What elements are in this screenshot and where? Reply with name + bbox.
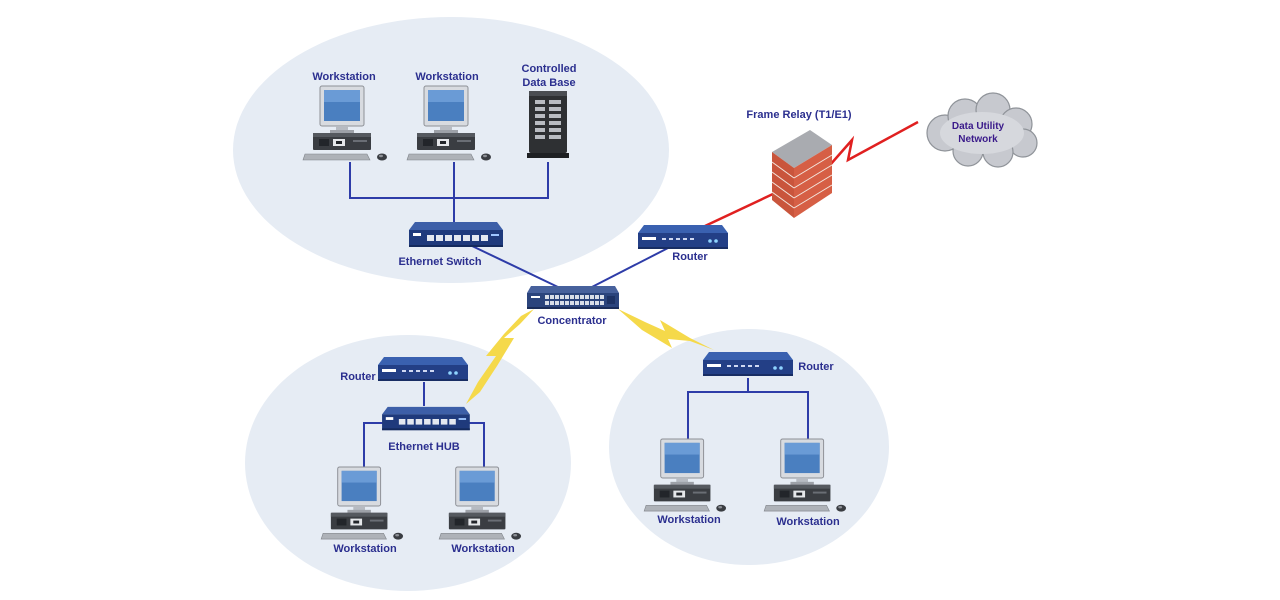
label-workstation-top-middle: Workstation — [415, 71, 479, 83]
router-icon-right[interactable] — [703, 352, 793, 376]
label-ethernet-switch: Ethernet Switch — [398, 256, 481, 268]
network-switch-icon[interactable] — [409, 222, 503, 247]
label-workstation-bottom-right-1: Workstation — [657, 514, 721, 526]
link-frame-relay — [829, 120, 919, 166]
label-frame-relay: Frame Relay (T1/E1) — [746, 109, 851, 121]
router-icon-top[interactable] — [638, 225, 728, 249]
label-workstation-top-left: Workstation — [312, 71, 376, 83]
cloud-icon[interactable] — [926, 92, 1038, 168]
router-icon-left[interactable] — [378, 357, 468, 381]
wireless-link-right — [618, 309, 714, 350]
top-lan-links — [349, 162, 549, 223]
ethernet-hub-icon[interactable] — [382, 406, 470, 431]
label-router-left: Router — [340, 371, 376, 383]
label-cloud-line2: Network — [958, 134, 998, 145]
wireless-link-left — [466, 309, 534, 404]
label-concentrator: Concentrator — [537, 315, 607, 327]
label-database-line1: Controlled — [522, 63, 577, 75]
label-workstation-bottom-right-2: Workstation — [776, 516, 840, 528]
bottom-right-lan-links — [687, 378, 809, 440]
link-switch-concentrator — [469, 244, 561, 289]
label-workstation-bottom-left-1: Workstation — [333, 543, 397, 555]
label-cloud-line1: Data Utility — [952, 121, 1005, 132]
label-ethernet-hub: Ethernet HUB — [388, 441, 460, 453]
concentrator-icon[interactable] — [527, 286, 619, 309]
server-tower-icon[interactable] — [527, 91, 569, 158]
label-workstation-bottom-left-2: Workstation — [451, 543, 515, 555]
label-database-line2: Data Base — [522, 77, 575, 89]
brick-firewall-icon[interactable] — [771, 130, 833, 218]
label-router-top: Router — [672, 251, 708, 263]
link-concentrator-router — [589, 246, 671, 289]
label-router-right: Router — [798, 361, 834, 373]
